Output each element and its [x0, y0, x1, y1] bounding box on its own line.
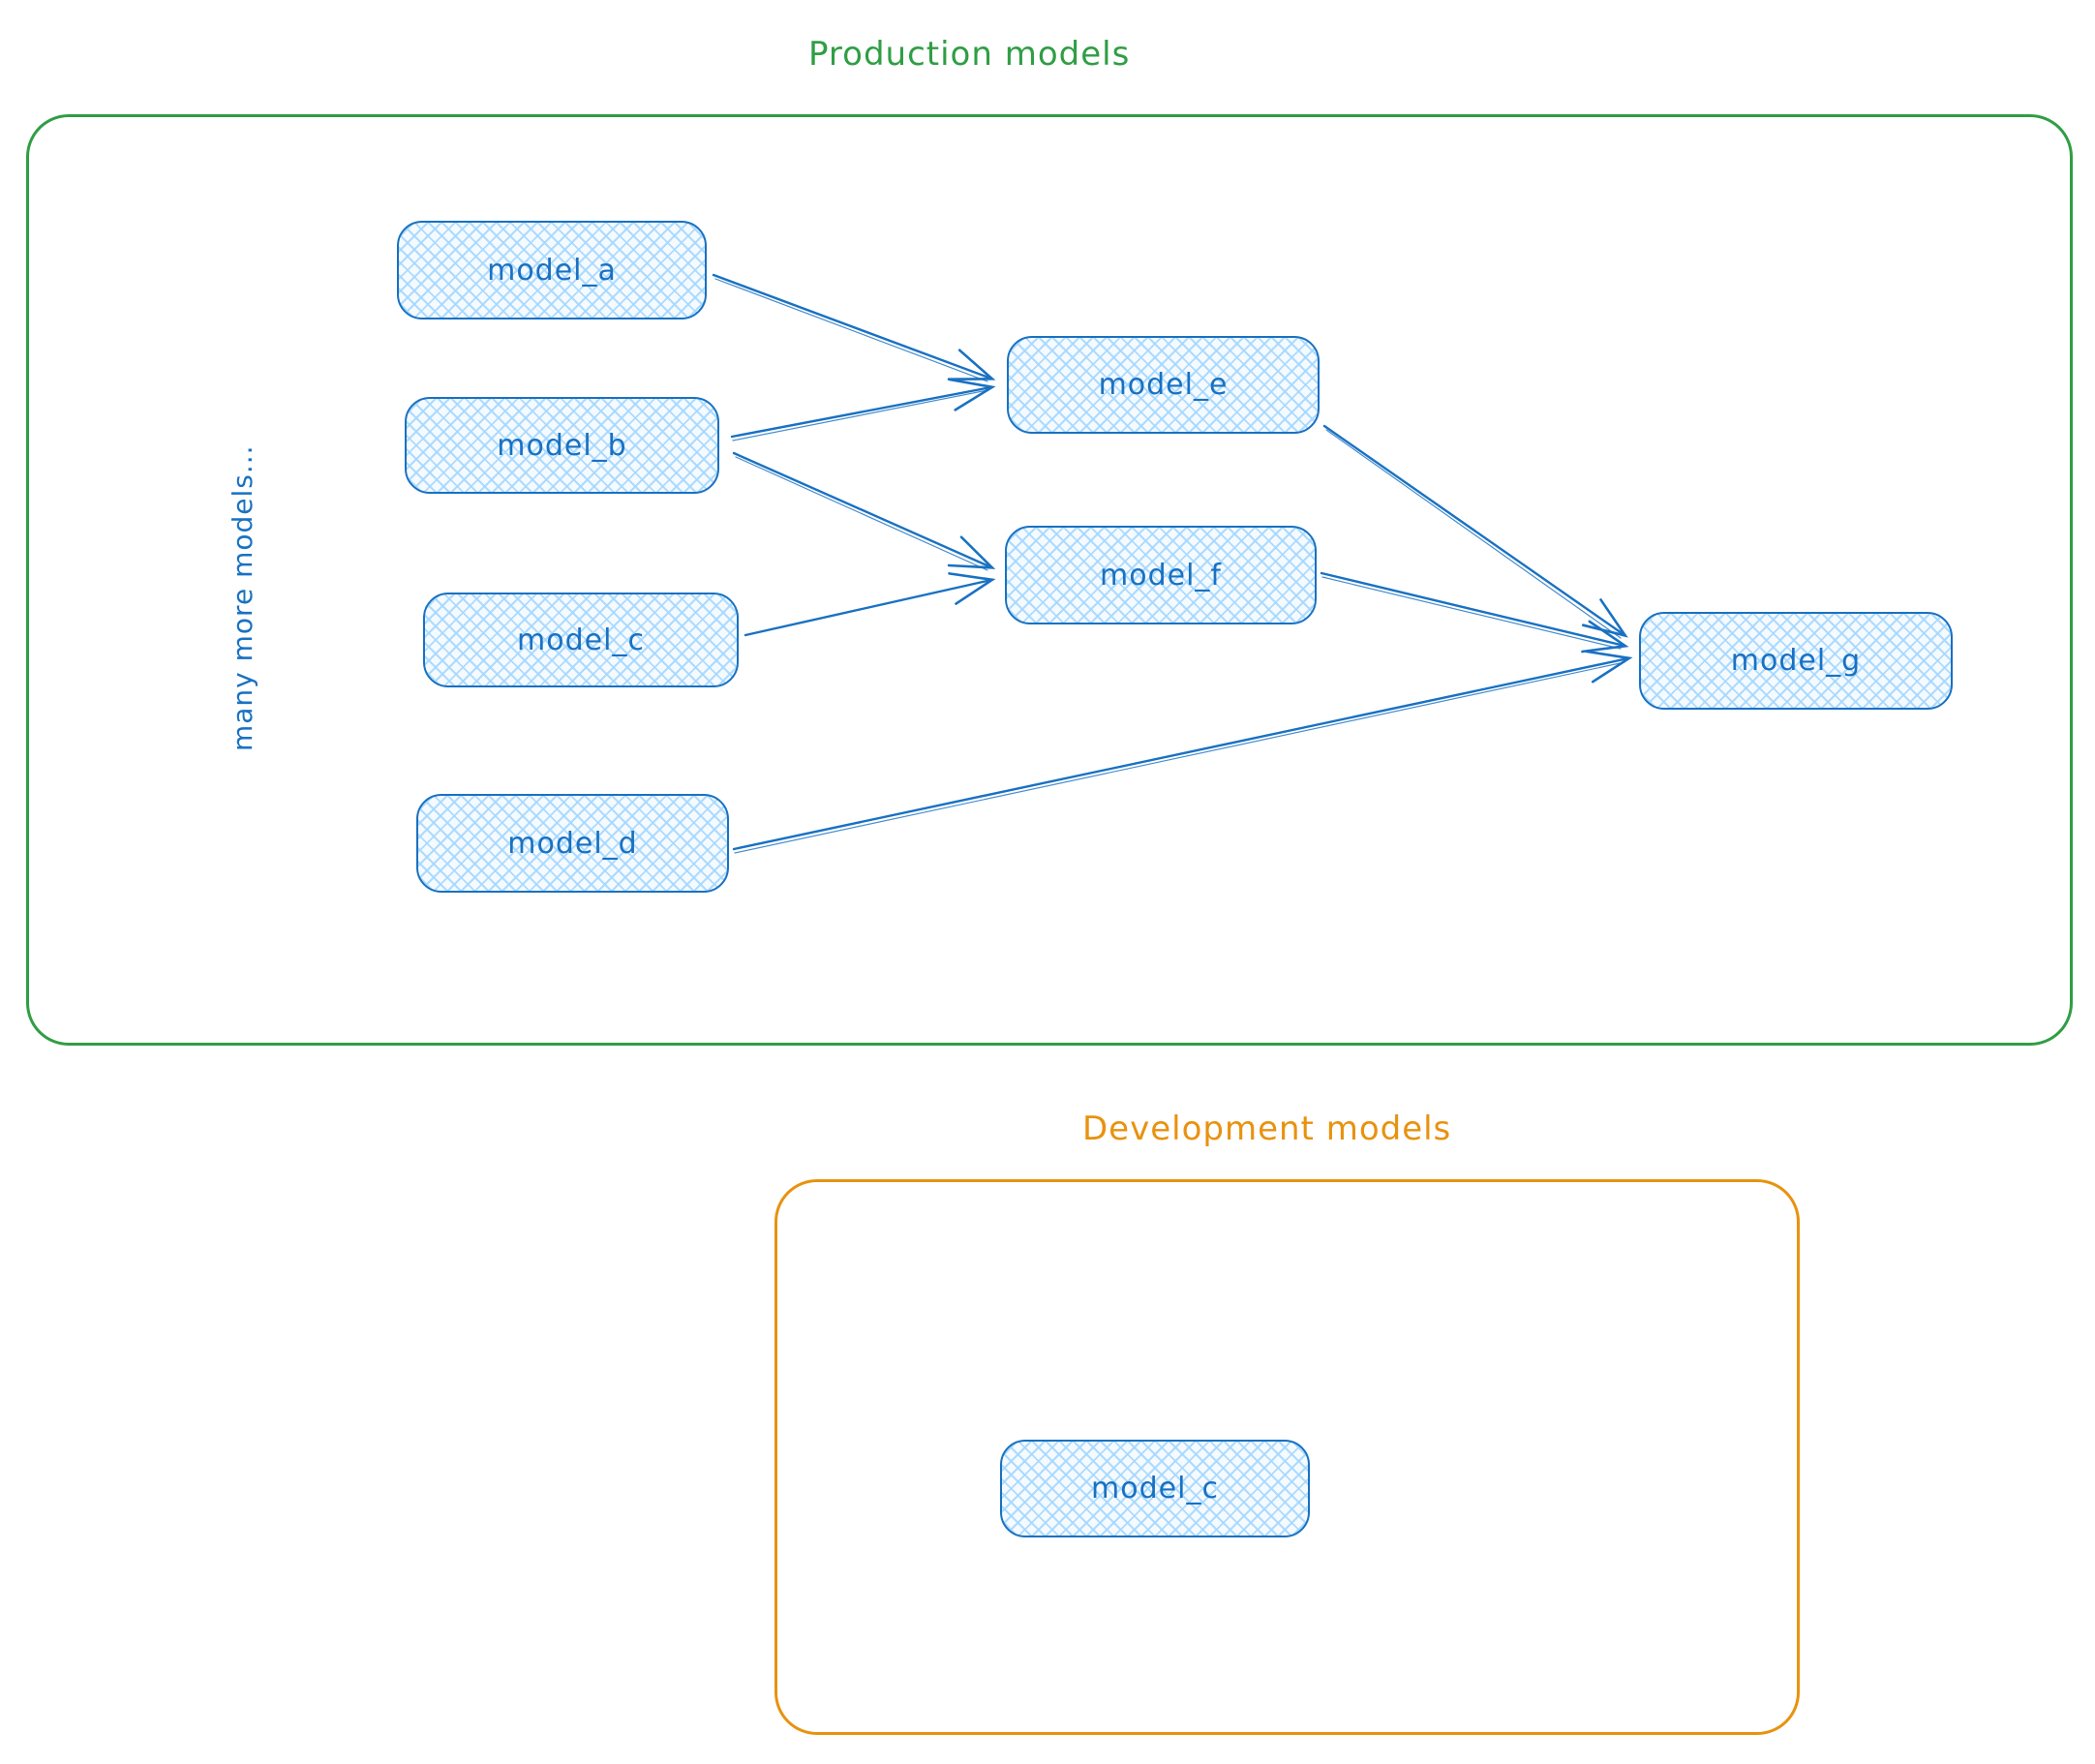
development-region-title: Development models	[1082, 1110, 1452, 1148]
node-model-a: model_a	[397, 221, 707, 319]
node-dev-model-c-label: model_c	[1091, 1472, 1219, 1505]
node-model-g: model_g	[1639, 612, 1953, 710]
node-model-e: model_e	[1007, 336, 1320, 434]
node-model-b-label: model_b	[497, 428, 627, 463]
production-region-title: Production models	[808, 35, 1131, 74]
node-model-g-label: model_g	[1730, 644, 1862, 678]
node-dev-model-c: model_c	[1000, 1440, 1310, 1537]
production-region-frame	[26, 114, 2073, 1046]
node-model-f: model_f	[1005, 526, 1317, 624]
node-model-c: model_c	[423, 593, 739, 687]
many-more-models-label: many more models...	[227, 444, 258, 751]
node-model-d-label: model_d	[507, 826, 638, 861]
node-model-d: model_d	[416, 794, 729, 893]
node-model-e-label: model_e	[1098, 368, 1229, 402]
development-region-frame	[774, 1179, 1800, 1735]
node-model-f-label: model_f	[1100, 558, 1222, 593]
node-model-a-label: model_a	[487, 253, 617, 288]
node-model-b: model_b	[405, 397, 719, 494]
node-model-c-label: model_c	[517, 623, 645, 657]
